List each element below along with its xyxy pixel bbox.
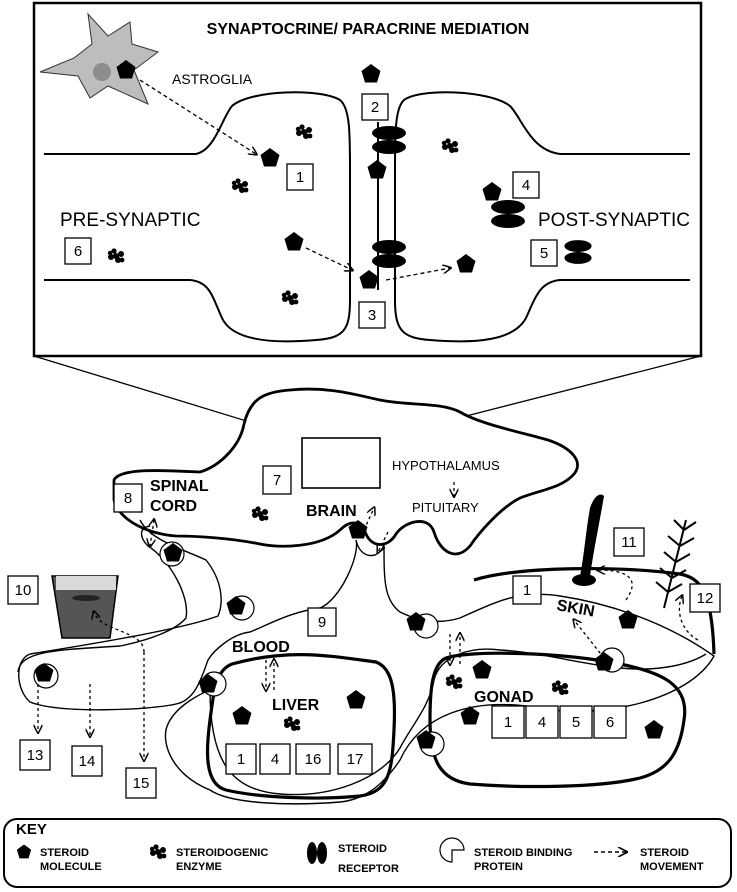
skin-number-1: 1: [523, 582, 531, 599]
receptor-icon: [564, 240, 592, 264]
key-item-steroid-molecule: STEROID MOLECULE: [40, 846, 102, 874]
steroid-movement-arrow: [150, 520, 154, 546]
steroid-movement-arrow: [94, 612, 145, 653]
binding-protein-icon: [406, 612, 439, 639]
synapse-number-2: 2: [371, 99, 379, 116]
synapse-number-6: 6: [74, 243, 82, 260]
liver-number: 1: [237, 751, 245, 768]
liver-outline: [205, 653, 397, 800]
key-label-line1: STEROID: [40, 847, 89, 859]
hypothalamus-label: HYPOTHALAMUS: [392, 458, 500, 473]
brain-label: BRAIN: [306, 503, 357, 520]
enzyme-cluster-icon: [551, 680, 569, 695]
body-number-8: 8: [124, 490, 132, 507]
receptor-icon: [307, 842, 327, 864]
body-number-11: 11: [621, 534, 637, 551]
binding-protein-icon: [159, 541, 185, 567]
enzyme-cluster-icon: [283, 716, 301, 731]
steroid-movement-arrow: [598, 570, 633, 601]
body-number-15: 15: [133, 775, 150, 792]
key-item-steroid-receptor: STEROID RECEPTOR: [338, 842, 399, 876]
body-number-14: 14: [79, 753, 96, 770]
body-number-12: 12: [697, 590, 714, 607]
steroid-movement-arrow: [385, 268, 450, 281]
steroid-movement-arrow: [378, 531, 389, 552]
key-panel: [3, 818, 732, 888]
synapse-number-4: 4: [522, 177, 530, 194]
body-number-7: 7: [273, 472, 281, 489]
spinal-cord-label: SPINAL: [150, 478, 209, 495]
key-label-line2: RECEPTOR: [338, 863, 399, 875]
binding-protein-icon: [226, 595, 255, 621]
enzyme-cluster-icon: [445, 674, 463, 689]
pituitary-label: PITUITARY: [412, 500, 479, 515]
steroid-movement-arrow: [139, 79, 256, 154]
synapse-title: SYNAPTOCRINE/ PARACRINE MEDIATION: [207, 21, 530, 38]
liver-number: 16: [305, 751, 322, 768]
pre-synaptic-label: PRE-SYNAPTIC: [60, 210, 200, 231]
brain-zoom-box: [301, 437, 381, 489]
liver-number: 17: [347, 751, 364, 768]
steroid-molecule-icon: [472, 660, 492, 679]
body-number-13: 13: [27, 747, 44, 764]
key-label-line2: MOLECULE: [40, 861, 102, 873]
key-icons: [16, 837, 626, 864]
fish-icon: [72, 595, 100, 601]
body-number-9: 9: [318, 614, 326, 631]
steroid-molecule-icon: [346, 690, 366, 709]
steroid-movement-arrow: [574, 620, 605, 659]
steroid-molecule-icon: [644, 720, 664, 739]
key-label-line2: PROTEIN: [474, 861, 523, 873]
gonad-label: GONAD: [474, 689, 534, 706]
gonad-number: 5: [572, 714, 580, 731]
binding-protein-icon: [439, 837, 465, 863]
organism-body: HYPOTHALAMUS PITUITARY BRAIN SPINAL CORD…: [7, 387, 721, 805]
spinal-tube: [17, 525, 188, 673]
spinal-cord-label-2: CORD: [150, 498, 197, 515]
key-label-line1: STEROID: [640, 847, 689, 859]
hair-icon: [580, 494, 604, 576]
synapse-number-3: 3: [368, 307, 376, 324]
key-label-line1: STEROIDOGENIC: [176, 847, 269, 859]
gonad-number: 1: [504, 714, 512, 731]
hair-follicle-icon: [572, 574, 596, 586]
tank-air-gap: [56, 576, 116, 590]
feather-icon: [655, 519, 697, 609]
key-item-steroidogenic-enzyme: STEROIDOGENIC ENZYME: [176, 846, 268, 874]
astroglia-label: ASTROGLIA: [172, 71, 253, 87]
skin-label: SKIN: [555, 597, 596, 620]
astroglia-cell: [39, 12, 160, 105]
synapse-panel: SYNAPTOCRINE/ PARACRINE MEDIATION ASTROG…: [32, 1, 703, 358]
synapse-number-5: 5: [540, 245, 548, 262]
post-synaptic-terminal: [394, 91, 690, 343]
gonad-number: 4: [538, 714, 546, 731]
key-item-binding-protein: STEROID BINDING PROTEIN: [474, 846, 572, 874]
steroid-molecule-icon: [618, 610, 638, 629]
key-label-line2: ENZYME: [176, 861, 222, 873]
key-label-line1: STEROID BINDING: [474, 847, 573, 859]
liver-number: 4: [271, 751, 279, 768]
blood-label: BLOOD: [232, 639, 290, 656]
astroglia-nucleus: [93, 63, 111, 81]
gonad-number: 6: [606, 714, 614, 731]
blood-vessel-network: [18, 519, 715, 805]
pentagon-icon: [16, 844, 32, 859]
key-title: KEY: [16, 821, 47, 838]
key-label-line1: STEROID: [338, 843, 387, 855]
body-number-10: 10: [15, 582, 32, 599]
synapse-number-1: 1: [296, 169, 304, 186]
steroid-molecule-icon: [232, 706, 252, 725]
steroid-movement-arrow: [363, 508, 374, 531]
steroid-movement-arrow: [305, 247, 352, 270]
post-synaptic-label: POST-SYNAPTIC: [538, 210, 690, 231]
pre-synaptic-terminal: [44, 91, 351, 343]
binding-protein-icon: [416, 730, 445, 757]
liver-label: LIVER: [272, 697, 320, 714]
key-label-line2: MOVEMENT: [640, 861, 704, 873]
key-item-steroid-movement: STEROID MOVEMENT: [640, 846, 704, 874]
